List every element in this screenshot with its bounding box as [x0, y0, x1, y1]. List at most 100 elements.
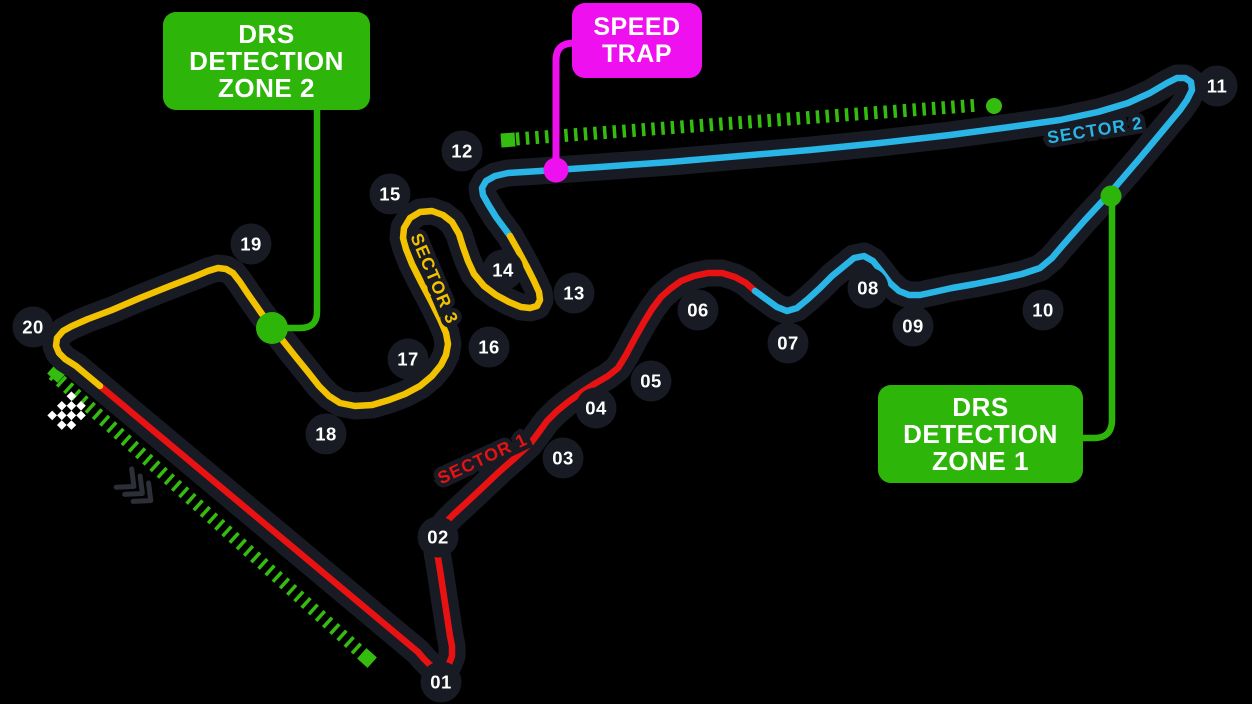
turn-number: 18	[315, 424, 337, 445]
speed-trap-marker	[543, 39, 575, 183]
turn-marker: 05	[630, 360, 672, 402]
turn-circle	[542, 437, 584, 479]
checkered-flag-cell	[66, 410, 77, 421]
turn-number: 16	[478, 337, 500, 358]
drs-detection-2-dot	[256, 312, 288, 344]
turn-number: 01	[430, 672, 452, 693]
checkered-flag-cell	[76, 410, 86, 421]
turn-marker: 08	[847, 267, 889, 309]
turn-circle	[575, 387, 617, 429]
turn-marker: 18	[305, 413, 347, 455]
turn-circle	[1022, 289, 1064, 331]
checkered-flag-cell	[56, 410, 67, 421]
checkered-flag-cell	[56, 420, 67, 430]
turn-number: 13	[563, 283, 585, 304]
turn-circle	[230, 223, 272, 265]
callout-line: DETECTION	[903, 418, 1058, 449]
turn-circle	[387, 338, 429, 380]
turn-circle	[677, 289, 719, 331]
turn-marker: 17	[387, 338, 429, 380]
checkered-flag-cell	[66, 391, 77, 401]
drs-zone-end-dot	[986, 98, 1002, 114]
turn-marker: 13	[553, 272, 595, 314]
turn-circle	[12, 306, 54, 348]
callout-line: ZONE 2	[218, 72, 315, 103]
turn-circle	[441, 130, 483, 172]
turn-marker: 19	[230, 223, 272, 265]
callout-line: SPEED	[593, 12, 681, 41]
turn-number: 06	[687, 300, 709, 321]
turn-number: 19	[240, 234, 262, 255]
turn-circle	[417, 516, 459, 558]
drs-zone-dashes	[48, 369, 373, 664]
turn-marker: 12	[441, 130, 483, 172]
checkered-flag-cell	[47, 410, 57, 421]
turn-marker: 06	[677, 289, 719, 331]
turn-marker: 07	[767, 322, 809, 364]
sector-3-line	[52, 207, 544, 410]
callout-line: DETECTION	[189, 45, 344, 76]
turn-circle	[1196, 65, 1238, 107]
callout-line: DRS	[238, 18, 295, 49]
turn-circle	[553, 272, 595, 314]
turn-number: 02	[427, 527, 449, 548]
callout-line: ZONE 1	[932, 445, 1029, 476]
turn-number: 05	[640, 371, 662, 392]
turn-number: 07	[777, 333, 799, 354]
drs-detection-1-dot	[1100, 185, 1122, 207]
drs-detection-2-connector	[274, 108, 321, 332]
turn-marker: 09	[892, 305, 934, 347]
turn-number: 17	[397, 349, 419, 370]
drs-zone-end-square	[357, 648, 377, 668]
checkered-flag-cell	[66, 420, 77, 430]
turn-circle	[420, 661, 462, 703]
turn-marker: 04	[575, 387, 617, 429]
turn-circle	[767, 322, 809, 364]
sector-1-line	[96, 269, 759, 673]
turn-number: 08	[857, 278, 879, 299]
turn-marker: 03	[542, 437, 584, 479]
checkered-flag-cell	[56, 400, 67, 411]
turn-number: 20	[22, 317, 44, 338]
speed-trap-connector	[552, 39, 575, 170]
callout-line: DRS	[952, 391, 1009, 422]
sector-2-line	[478, 74, 1196, 315]
turn-number: 10	[1032, 300, 1054, 321]
turn-number: 04	[585, 398, 607, 419]
speed-trap-callout: SPEED TRAP	[572, 3, 702, 78]
direction-chevrons-icon	[113, 466, 154, 504]
turn-circle	[847, 267, 889, 309]
drs-zone-strip-back-straight	[500, 98, 1002, 148]
turn-number: 11	[1207, 76, 1228, 97]
turn-circle	[468, 326, 510, 368]
turn-marker: 02	[417, 516, 459, 558]
drs-zone-start-square	[500, 132, 516, 148]
turn-number: 03	[552, 448, 574, 469]
turn-circle	[482, 249, 524, 291]
drs-detection-zone-1-callout: DRS DETECTION ZONE 1	[878, 385, 1083, 483]
turn-number: 14	[492, 260, 514, 281]
turn-marker: 16	[468, 326, 510, 368]
turn-markers: 01 02 03 04 05 06 07 08 09 10 11 12 13 14 15 16 17 18 19 20	[12, 65, 1238, 703]
turn-marker: 20	[12, 306, 54, 348]
turn-marker: 01	[420, 661, 462, 703]
callout-line: TRAP	[601, 39, 673, 68]
turn-marker: 15	[369, 173, 411, 215]
speed-trap-dot	[543, 157, 569, 183]
turn-circle	[305, 413, 347, 455]
checkered-flag-cell	[76, 400, 86, 411]
turn-number: 12	[451, 141, 473, 162]
turn-circle	[892, 305, 934, 347]
drs-detection-1-connector	[1083, 200, 1116, 442]
turn-circle	[369, 173, 411, 215]
turn-circle	[630, 360, 672, 402]
drs-detection-zone-2-callout: DRS DETECTION ZONE 2	[163, 12, 370, 110]
drs-detection-2-marker	[256, 108, 321, 344]
turn-marker: 10	[1022, 289, 1064, 331]
turn-marker: 14	[482, 249, 524, 291]
checkered-flag-cell	[66, 400, 77, 411]
turn-number: 15	[379, 184, 401, 205]
turn-marker: 11	[1196, 65, 1238, 107]
